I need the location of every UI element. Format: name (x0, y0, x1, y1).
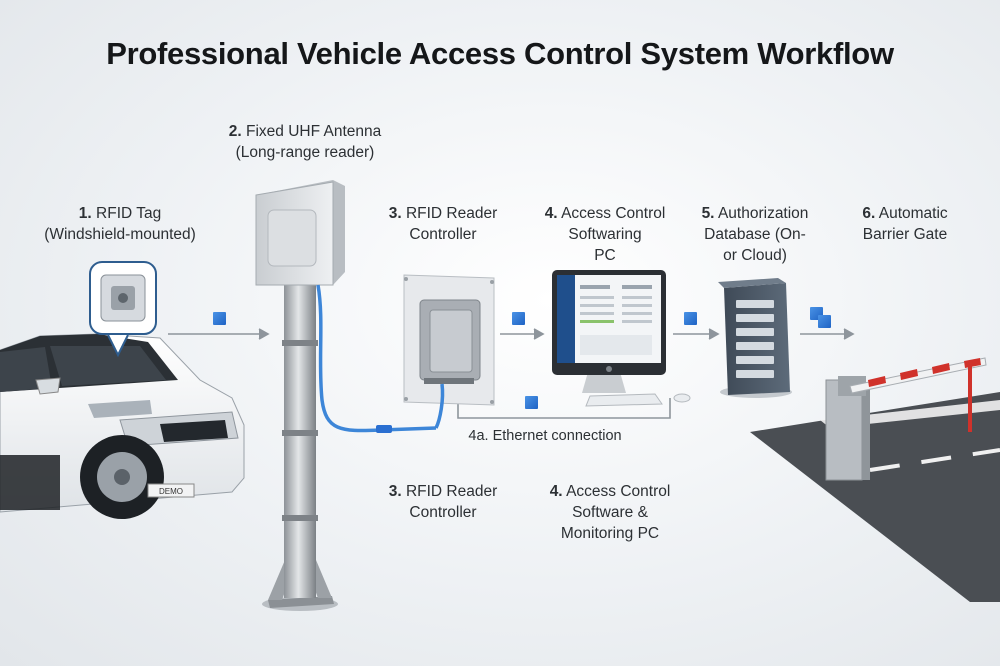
label-database: 5. Authorization Database (On- or Cloud) (680, 203, 830, 266)
page-title: Professional Vehicle Access Control Syst… (106, 36, 894, 71)
step-number: 6. (862, 205, 876, 222)
label-pc-bottom: 4. Access Control Software & Monitoring … (530, 481, 690, 544)
label-line: Fixed UHF Antenna (245, 123, 382, 140)
label-line: RFID Tag (96, 205, 162, 222)
label-line: RFID Reader (405, 205, 498, 222)
label-line: Controller (409, 504, 477, 521)
label-line: Authorization (717, 205, 809, 222)
label-line: Softwaring (568, 226, 642, 243)
step-number: 4. (549, 483, 563, 500)
label-line: Barrier Gate (862, 226, 948, 243)
step-number: 1. (78, 205, 92, 222)
label-line: Monitoring PC (560, 525, 660, 542)
label-line: Database (On- (704, 226, 806, 243)
flow-arrows (168, 328, 855, 419)
label-gate: 6. Automatic Barrier Gate (840, 203, 970, 245)
step-number: 2. (228, 123, 242, 140)
car-badge: DEMO (159, 487, 183, 496)
label-rfid-tag: 1. RFID Tag (Windshield-mounted) (30, 203, 210, 245)
step-number: 4. (544, 205, 558, 222)
barrier-gate (750, 357, 1000, 602)
step-number: 3. (388, 205, 402, 222)
data-packet-icon (525, 396, 538, 409)
label-line: Access Control (561, 205, 666, 222)
data-packet-icon (213, 312, 226, 325)
rfid-tag-icon (89, 261, 157, 358)
label-line: (Windshield-mounted) (44, 226, 196, 243)
step-number: 5. (701, 205, 715, 222)
label-line: Software & (572, 504, 648, 521)
data-packet-icon (818, 315, 831, 328)
monitoring-pc (552, 270, 691, 407)
label-ethernet: 4a. Ethernet connection (468, 428, 622, 444)
database-server (718, 278, 792, 398)
step-number: 3. (388, 483, 402, 500)
label-antenna: 2. Fixed UHF Antenna (Long-range reader) (205, 121, 405, 163)
label-line: RFID Reader (405, 483, 498, 500)
label-reader-bottom: 3. RFID Reader Controller (378, 481, 508, 523)
uhf-antenna-pole (255, 180, 437, 611)
label-line: Access Control (566, 483, 671, 500)
label-line: Controller (409, 226, 477, 243)
label-pc-top: 4. Access Control Softwaring PC (530, 203, 680, 266)
label-reader-top: 3. RFID Reader Controller (378, 203, 508, 245)
data-packet-icon (512, 312, 525, 325)
car-illustration: DEMO (0, 333, 245, 519)
data-packet-icon (684, 312, 697, 325)
reader-controller (403, 274, 495, 429)
label-line: Automatic (878, 205, 948, 222)
label-line: (Long-range reader) (235, 144, 375, 161)
label-line: PC (594, 247, 616, 264)
label-line: or Cloud) (723, 247, 787, 264)
